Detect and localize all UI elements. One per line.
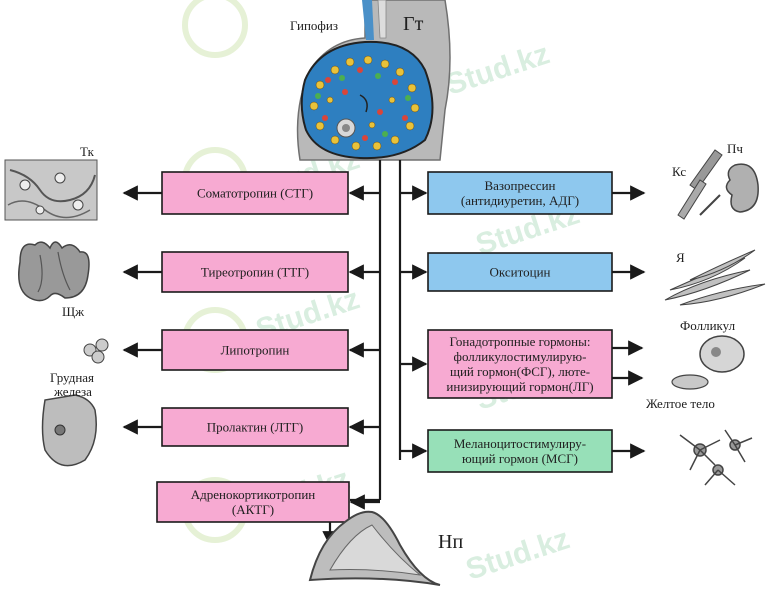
right-hormone-label: (антидиуретин, АДГ) (461, 193, 579, 208)
label-uterus: Я (676, 250, 685, 265)
label-kidney: Пч (727, 141, 743, 156)
left-hormone-label: (АКТГ) (232, 502, 274, 517)
label-corpus-luteum: Желтое тело (646, 396, 715, 411)
pituitary-gland-illustration (296, 0, 451, 161)
left-hormone-boxes: Соматотропин (СТГ) Тиреотропин (ТТГ) Липот… (156, 171, 350, 523)
label-vessels: Кс (672, 164, 686, 179)
left-hormone-box: Адренокортикотропин(АКТГ) (156, 481, 350, 523)
watermark-text: Stud.kz (462, 522, 574, 586)
right-hormone-label: Меланоцитостимулиру- (454, 436, 586, 451)
left-hormone-label: Соматотропин (СТГ) (197, 186, 313, 201)
melanocytes-illustration (679, 429, 753, 486)
branch-lines (348, 185, 428, 510)
right-hormone-label: фолликулостимулирую- (454, 349, 587, 364)
output-arrows (122, 185, 646, 459)
left-hormone-box: Тиреотропин (ТТГ) (161, 251, 349, 293)
right-hormone-box: Гонадотропные гормоны:фолликулостимулиру… (427, 329, 613, 399)
left-hormone-label: Тиреотропин (ТТГ) (201, 265, 309, 280)
kidney-illustration (699, 163, 759, 216)
right-hormone-box: Вазопрессин(антидиуретин, АДГ) (427, 171, 613, 215)
label-follicle: Фолликул (680, 318, 736, 333)
right-hormone-box: Окситоцин (427, 252, 613, 292)
smooth-muscle-illustration (664, 249, 766, 306)
right-hormone-label: Гонадотропные гормоны: (450, 334, 591, 349)
watermark-text: Stud.kz (442, 37, 554, 101)
left-hormone-label: Липотропин (221, 343, 290, 358)
right-hormone-boxes: Вазопрессин(антидиуретин, АДГ) ОкситоцинГ… (427, 171, 613, 473)
label-mammary-line1: Грудная (50, 370, 94, 385)
left-hormone-label: Адренокортикотропин (191, 487, 316, 502)
connective-tissue-illustration (4, 159, 98, 221)
label-thyroid: Щж (62, 304, 85, 319)
label-hypothalamus: Гт (403, 13, 424, 35)
right-hormone-label: щий гормон(ФСГ), люте- (450, 364, 590, 379)
thyroid-gland-illustration (18, 241, 90, 302)
mammary-gland-illustration (41, 394, 97, 467)
vessel-illustration (677, 149, 723, 220)
label-neurohypophysis: Нп (438, 531, 463, 553)
right-hormone-label: ющий гормон (МСГ) (462, 451, 578, 466)
right-hormone-box: Меланоцитостимулиру-ющий гормон (МСГ) (427, 429, 613, 473)
label-tissue: Тк (80, 144, 95, 159)
left-hormone-box: Соматотропин (СТГ) (161, 171, 349, 215)
left-hormone-box: Пролактин (ЛТГ) (161, 407, 349, 447)
label-hypophysis: Гипофиз (290, 18, 338, 33)
right-hormone-label: инизирующий гормон(ЛГ) (446, 379, 593, 394)
neurohypophysis-illustration (308, 510, 441, 586)
label-mammary-line2: железа (53, 384, 92, 399)
left-hormone-label: Пролактин (ЛТГ) (207, 420, 303, 435)
right-hormone-label: Вазопрессин (484, 178, 555, 193)
right-hormone-label: Окситоцин (490, 265, 551, 280)
follicle-illustration (671, 335, 745, 390)
watermark-logo (182, 0, 248, 58)
fat-cells-illustration (83, 338, 109, 364)
left-hormone-box: Липотропин (161, 329, 349, 371)
